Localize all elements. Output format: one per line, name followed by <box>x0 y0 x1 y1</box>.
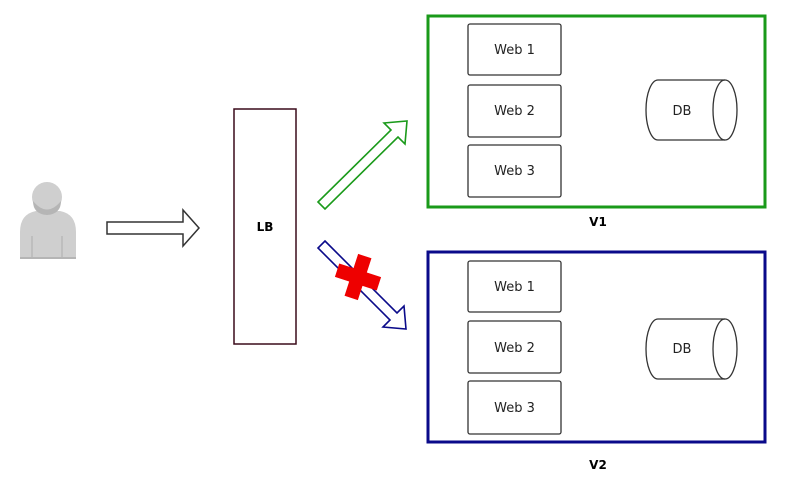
load-balancer-label: LB <box>257 220 274 234</box>
user-icon <box>20 182 76 259</box>
environment-v1: Web 1 Web 2 Web 3 DB <box>426 14 767 209</box>
v2-db-label: DB <box>673 342 692 357</box>
v2-web-2-box <box>467 320 562 374</box>
v2-web-1-box <box>467 260 562 313</box>
v1-web-2-box <box>467 84 562 138</box>
load-balancer: LB <box>233 108 297 345</box>
v1-web-1-label: Web 1 <box>494 43 535 58</box>
v2-web-1-label: Web 1 <box>494 280 535 295</box>
v1-database-cylinder-icon <box>645 79 738 141</box>
environment-v2-label: V2 <box>589 458 607 472</box>
v1-web-2-label: Web 2 <box>494 104 535 119</box>
blocked-cross-icon <box>334 253 382 301</box>
v2-database-cylinder-icon <box>645 318 738 380</box>
lb-to-v1-arrow <box>316 120 408 211</box>
user-to-lb-arrow <box>106 208 201 248</box>
environment-v1-label: V1 <box>589 215 607 229</box>
v2-web-3-box <box>467 380 562 435</box>
v2-web-2-label: Web 2 <box>494 341 535 356</box>
v1-web-3-box <box>467 144 562 198</box>
v1-db-label: DB <box>673 104 692 119</box>
v1-web-3-label: Web 3 <box>494 164 535 179</box>
v2-web-3-label: Web 3 <box>494 401 535 416</box>
environment-v2: Web 1 Web 2 Web 3 DB <box>426 250 767 444</box>
v1-web-1-box <box>467 23 562 76</box>
load-balancer-box <box>233 108 297 345</box>
